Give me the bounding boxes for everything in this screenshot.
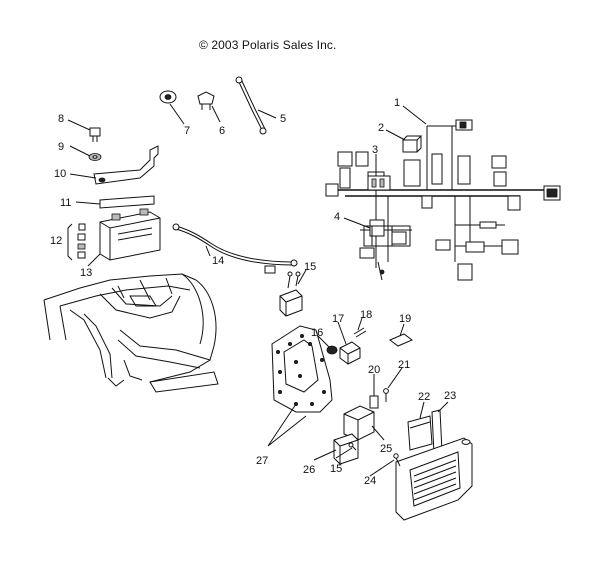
callout-1: 1 — [394, 97, 400, 109]
callout-15-lower: 15 — [330, 463, 342, 475]
callout-11: 11 — [60, 197, 71, 209]
washer — [88, 153, 102, 161]
callout-2: 2 — [378, 122, 384, 134]
screw-18 — [353, 327, 367, 338]
leader-lines — [67, 103, 449, 477]
battery-cable — [172, 223, 298, 267]
callout-7: 7 — [184, 125, 190, 137]
callout-22: 22 — [418, 391, 430, 403]
chassis-frame — [43, 273, 219, 393]
callout-23: 23 — [444, 390, 456, 402]
callout-15-upper: 15 — [304, 261, 316, 273]
callout-12: 12 — [50, 235, 62, 247]
callout-26: 26 — [303, 464, 315, 476]
screw-24 — [393, 453, 401, 467]
callout-24: 24 — [364, 475, 376, 487]
callout-16: 16 — [311, 327, 323, 339]
callout-21: 21 — [398, 359, 410, 371]
module-25 — [343, 405, 375, 441]
callout-5: 5 — [280, 113, 286, 125]
callout-8: 8 — [58, 113, 64, 125]
fuse-holder — [367, 175, 391, 191]
electrical-mounting-panel — [271, 325, 333, 413]
callout-20: 20 — [368, 364, 380, 376]
starter-solenoid — [264, 265, 303, 317]
bolt — [89, 127, 101, 142]
screw-21 — [383, 388, 389, 402]
grommet — [159, 90, 177, 104]
callout-18: 18 — [360, 309, 372, 321]
copyright-notice: © 2003 Polaris Sales Inc. — [199, 38, 337, 52]
electrical-cover — [395, 437, 473, 521]
callout-27: 27 — [256, 455, 268, 467]
module-22 — [407, 415, 433, 451]
battery-terminal-hardware — [67, 223, 86, 261]
callout-13: 13 — [80, 267, 92, 279]
callout-14: 14 — [212, 255, 224, 267]
battery-pad — [99, 195, 155, 209]
screw-15b — [348, 442, 357, 451]
battery — [99, 208, 161, 261]
callout-17: 17 — [332, 313, 344, 325]
sub-harness — [363, 225, 411, 247]
connector-20 — [369, 395, 379, 409]
regulator-17 — [339, 341, 361, 365]
relay — [402, 135, 423, 153]
callout-25: 25 — [380, 443, 392, 455]
callout-10: 10 — [54, 168, 66, 180]
callout-3: 3 — [372, 144, 378, 156]
battery-hold-down-bracket — [93, 145, 159, 185]
cable — [235, 76, 267, 135]
grommet-clip — [197, 91, 215, 110]
wiring-harness — [325, 119, 561, 281]
callout-6: 6 — [219, 125, 225, 137]
callout-19: 19 — [399, 313, 411, 325]
callout-9: 9 — [58, 141, 64, 153]
label-19 — [389, 333, 413, 347]
callout-labels: 1 2 3 4 5 6 7 8 9 10 11 12 13 14 15 15 1… — [50, 97, 456, 487]
callout-4: 4 — [334, 211, 340, 223]
